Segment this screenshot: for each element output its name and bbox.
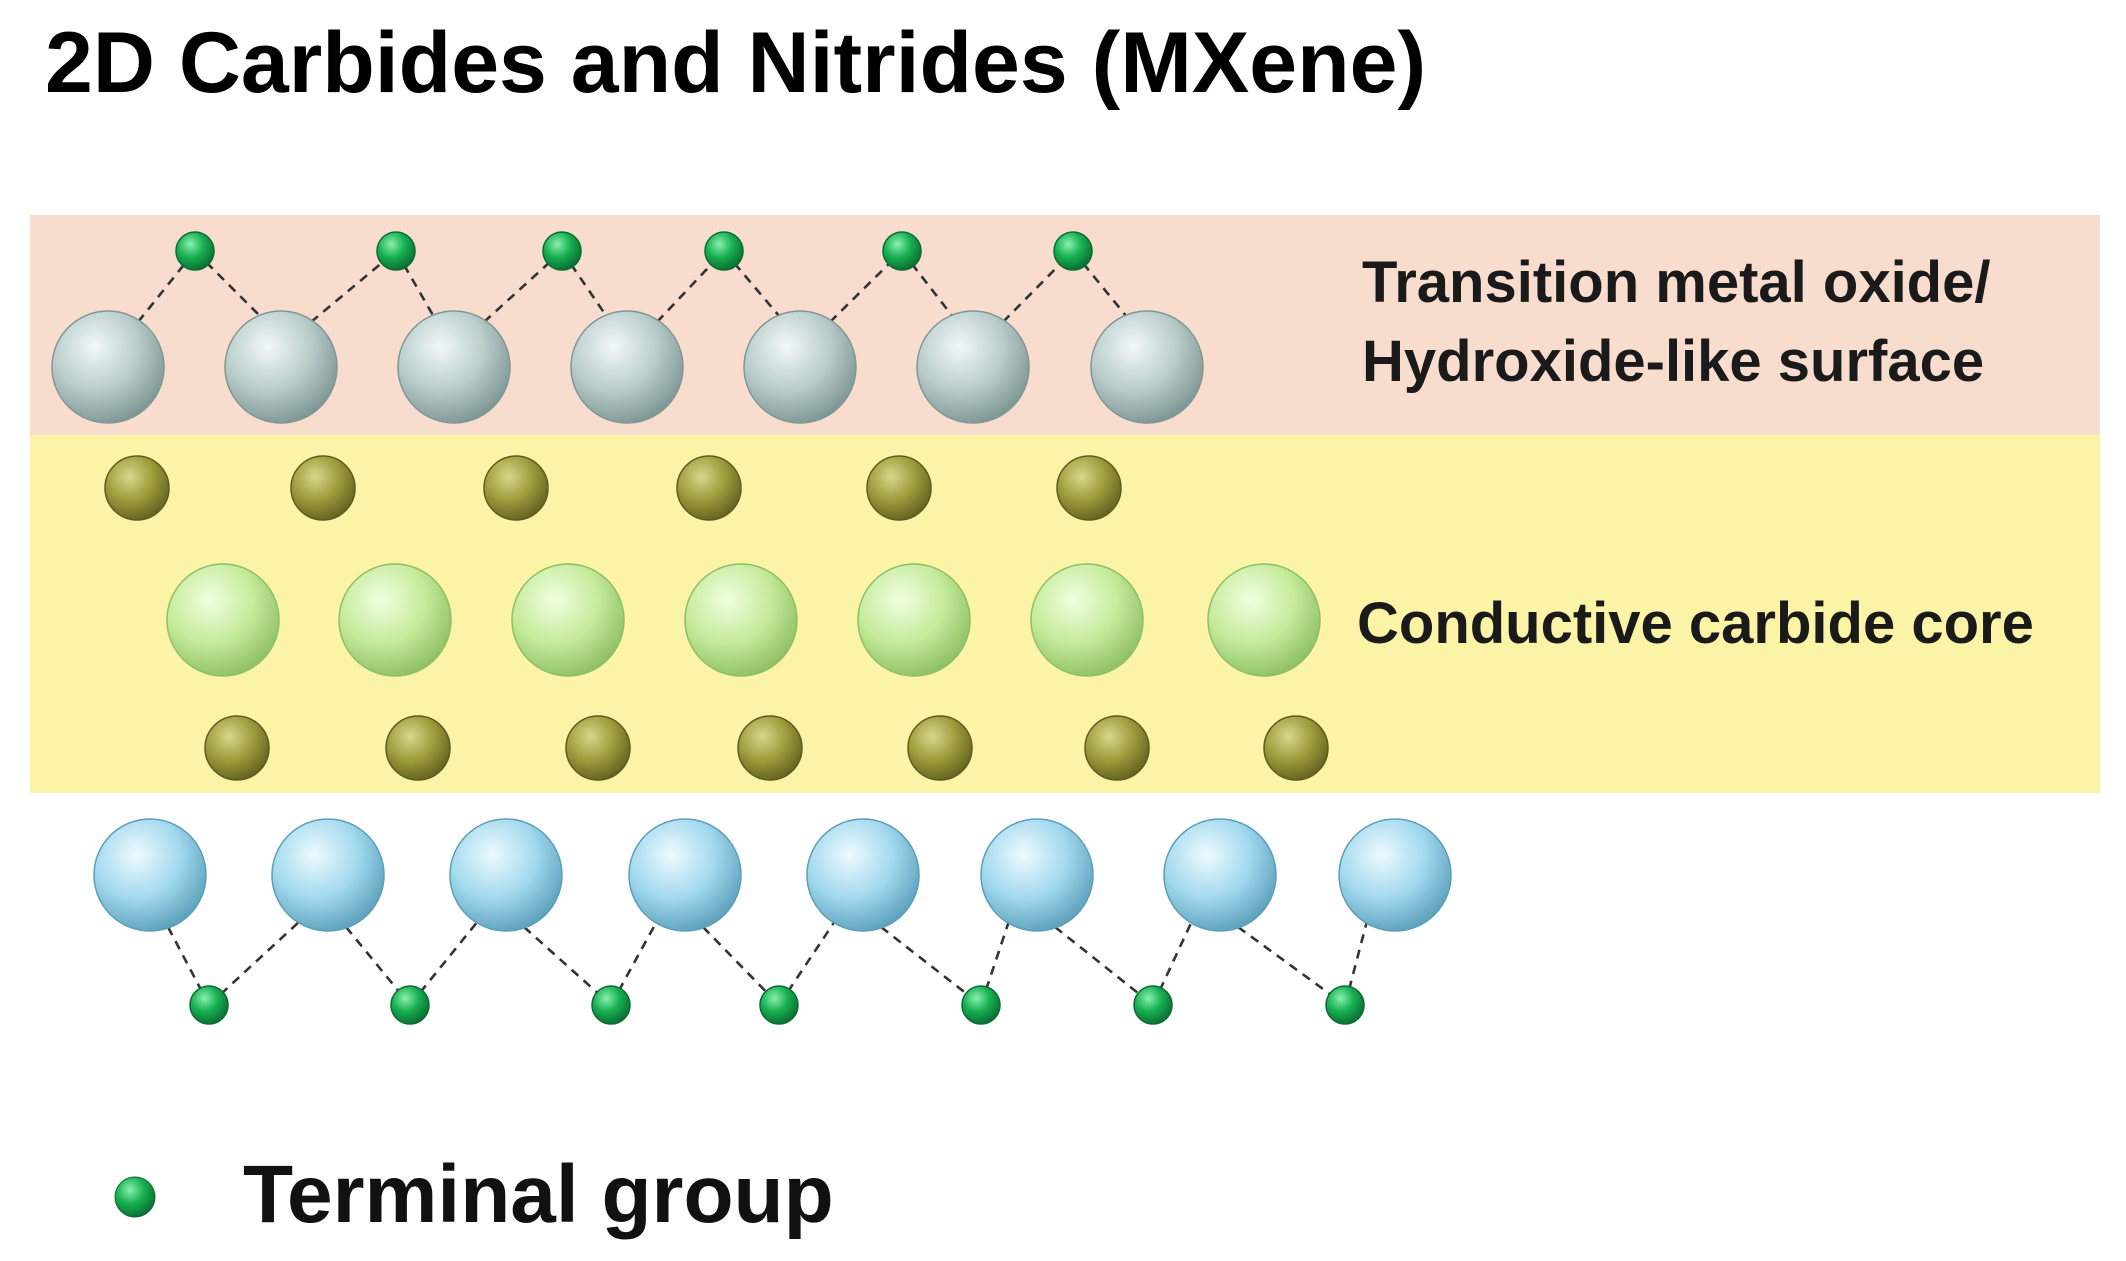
- carbon-atom: [104, 455, 170, 521]
- top-terminal-group-row: [175, 231, 1093, 271]
- core-metal-atom: [338, 563, 452, 677]
- core-metal-atom: [684, 563, 798, 677]
- core-metal-atom: [511, 563, 625, 677]
- carbon-atom: [1084, 715, 1150, 781]
- top-metal-atom: [570, 310, 684, 424]
- surface-layer-label: Transition metal oxide/ Hydroxide-like s…: [1362, 250, 2007, 394]
- carbon-atom: [1056, 455, 1122, 521]
- terminal-group-atom: [1133, 985, 1173, 1025]
- lower-carbon-atom-row: [204, 715, 1329, 781]
- bottom-metal-atom: [980, 818, 1094, 932]
- top-metal-atom: [743, 310, 857, 424]
- top-metal-atom: [51, 310, 165, 424]
- terminal-bond: [900, 250, 955, 318]
- carbon-atom: [676, 455, 742, 521]
- terminal-bond: [880, 925, 982, 1007]
- top-metal-atom: [397, 310, 511, 424]
- surface-layer-label-line2: Hydroxide-like surface: [1362, 329, 1984, 394]
- bottom-metal-atom: [628, 818, 742, 932]
- top-metal-atom: [1090, 310, 1204, 424]
- bottom-metal-atom: [271, 818, 385, 932]
- terminal-group-atom: [1325, 985, 1365, 1025]
- terminal-bond: [208, 920, 301, 1006]
- carbon-atom: [737, 715, 803, 781]
- carbon-atom: [385, 715, 451, 781]
- terminal-group-atom: [1053, 231, 1093, 271]
- carbon-atom: [290, 455, 356, 521]
- terminal-bond: [1071, 250, 1129, 318]
- bottom-metal-atom: [449, 818, 563, 932]
- bottom-metal-atom: [1338, 818, 1452, 932]
- top-metal-atom-row: [51, 310, 1204, 424]
- terminal-bond: [1237, 925, 1346, 1007]
- terminal-group-atom: [189, 985, 229, 1025]
- bottom-metal-atom: [93, 818, 207, 932]
- top-metal-atom: [224, 310, 338, 424]
- carbon-atom: [483, 455, 549, 521]
- top-metal-atom: [916, 310, 1030, 424]
- terminal-group-atom: [704, 231, 744, 271]
- terminal-bond: [310, 250, 397, 323]
- core-metal-atom: [857, 563, 971, 677]
- terminal-group-atom: [961, 985, 1001, 1025]
- diagram-title: 2D Carbides and Nitrides (MXene): [45, 15, 1426, 111]
- carbon-atom: [907, 715, 973, 781]
- terminal-bond: [560, 250, 609, 318]
- terminal-bond: [702, 926, 780, 1006]
- bottom-metal-atom: [806, 818, 920, 932]
- upper-carbon-atom-row: [104, 455, 1122, 521]
- terminal-group-atom: [759, 985, 799, 1025]
- core-metal-atom-row: [166, 563, 1321, 677]
- core-metal-atom: [166, 563, 280, 677]
- carbon-atom: [565, 715, 631, 781]
- terminal-bond: [1343, 920, 1369, 1006]
- legend-terminal-group-icon: [114, 1176, 156, 1218]
- terminal-group-atom: [591, 985, 631, 1025]
- terminal-group-atom: [175, 231, 215, 271]
- core-metal-atom: [1207, 563, 1321, 677]
- terminal-bond: [394, 250, 436, 318]
- bottom-terminal-group-row: [189, 985, 1365, 1025]
- carbon-atom: [1263, 715, 1329, 781]
- terminal-group-atom: [542, 231, 582, 271]
- terminal-group-atom: [882, 231, 922, 271]
- terminal-group-atom: [376, 231, 416, 271]
- carbon-atom: [866, 455, 932, 521]
- core-layer-label: Conductive carbide core: [1357, 591, 2034, 656]
- legend-terminal-group-label: Terminal group: [243, 1149, 834, 1240]
- core-metal-atom: [1030, 563, 1144, 677]
- bottom-metal-atom: [1163, 818, 1277, 932]
- terminal-bond: [1054, 925, 1154, 1007]
- terminal-group-atom: [390, 985, 430, 1025]
- terminal-bond: [723, 250, 781, 318]
- surface-layer-label-line1: Transition metal oxide/: [1362, 250, 1990, 315]
- bottom-metal-atom-row: [93, 818, 1452, 932]
- carbon-atom: [204, 715, 270, 781]
